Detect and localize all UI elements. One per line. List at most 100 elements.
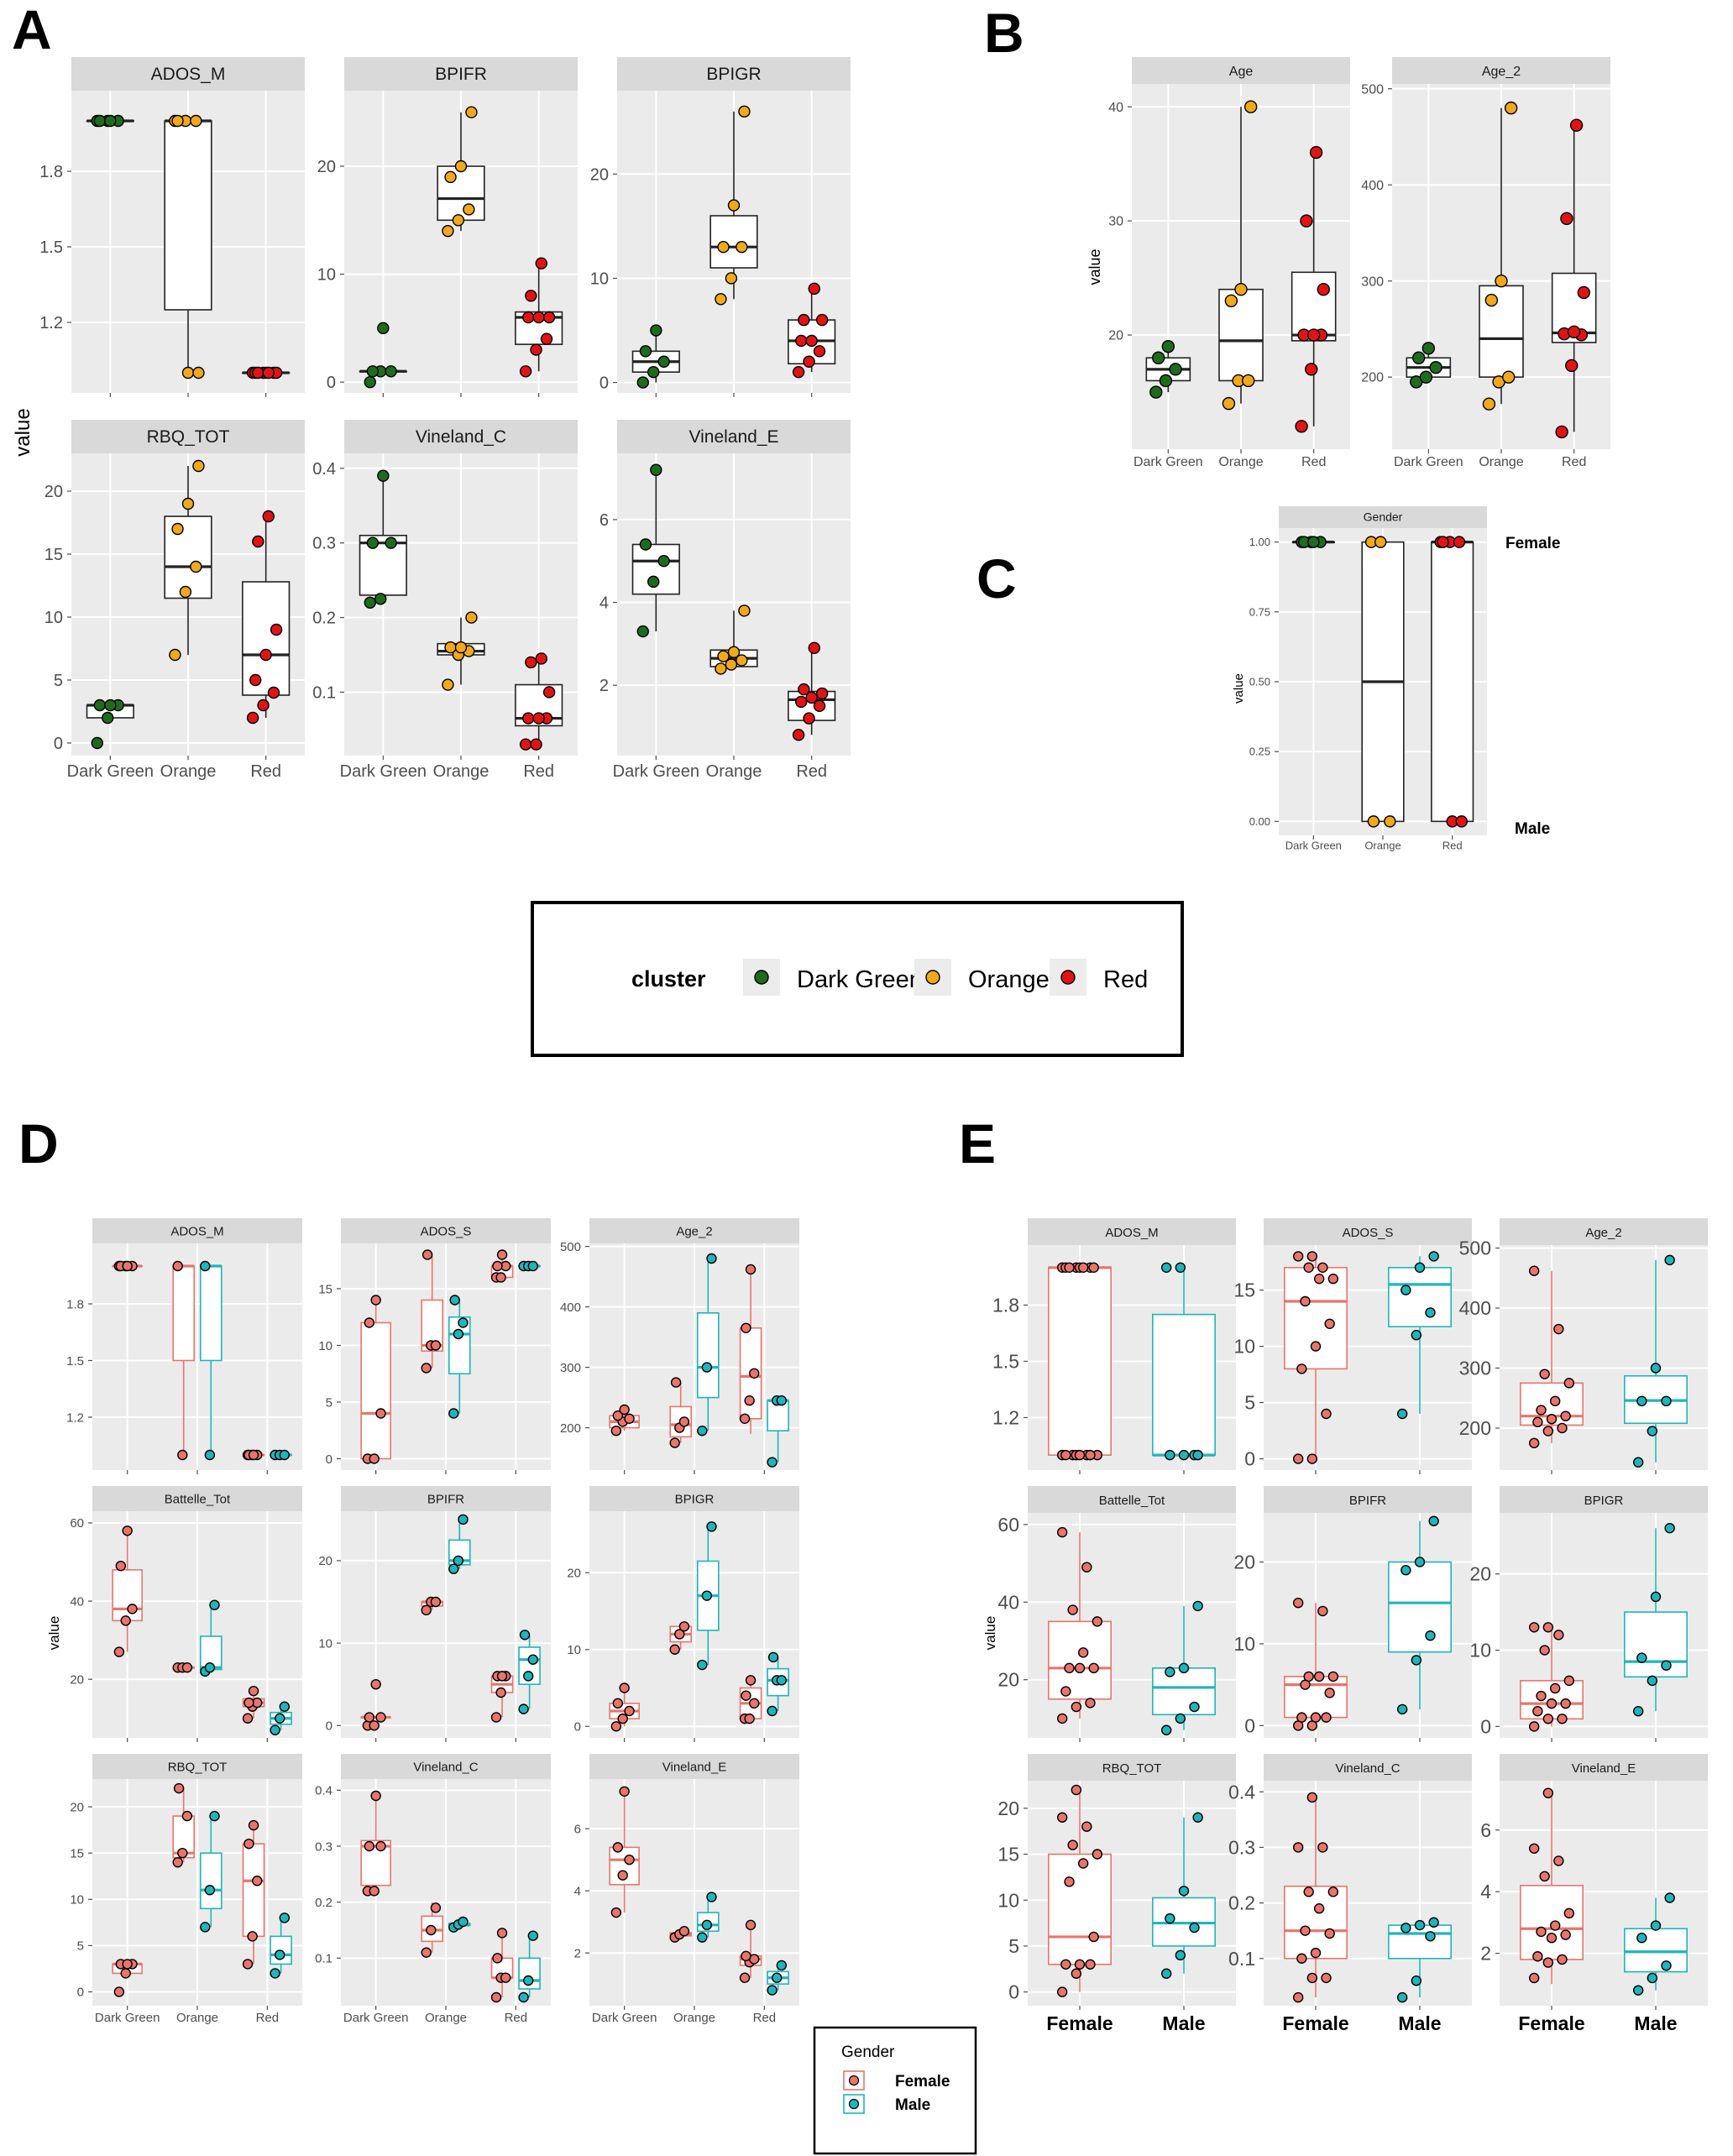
x-tick-label: Male	[1398, 2012, 1441, 2034]
facet-title: Age	[1229, 65, 1254, 79]
y-tick-label: 0.50	[1249, 676, 1270, 688]
x-tick-label: Red	[753, 2011, 777, 2025]
female-point	[1560, 1410, 1571, 1421]
group-point	[364, 375, 376, 389]
group-point	[792, 365, 805, 379]
male-point	[1160, 1724, 1172, 1735]
male-point	[1165, 1449, 1175, 1461]
legend-title: cluster	[631, 966, 706, 992]
male-point	[453, 1555, 464, 1567]
x-tick-label: Red	[523, 762, 554, 781]
male-point	[200, 1260, 211, 1272]
female-point	[496, 1249, 508, 1260]
female-point	[1074, 1959, 1086, 1970]
panel-label: C	[976, 547, 1017, 610]
group-point	[442, 678, 454, 691]
female-point	[1292, 1842, 1304, 1853]
group-point	[93, 699, 107, 712]
group-point	[366, 365, 380, 378]
y-tick-label: 200	[560, 1421, 581, 1436]
group-point	[252, 535, 264, 548]
female-point	[1536, 1926, 1547, 1938]
facet-strip	[1264, 1218, 1472, 1245]
group-point	[181, 366, 195, 379]
y-tick-label: 0	[1244, 1714, 1255, 1736]
y-tick-label: 6	[574, 1822, 581, 1836]
y-tick-label: 0.4	[1228, 1781, 1255, 1803]
y-tick-label: 60	[70, 1516, 84, 1531]
group-point	[1482, 397, 1496, 411]
y-tick-label: 20	[70, 1800, 84, 1814]
y-tick-label: 15	[318, 1282, 332, 1296]
male-point	[1192, 1600, 1203, 1612]
female-point	[1528, 1972, 1540, 1984]
female-box	[172, 1265, 196, 1362]
panel-label: E	[959, 1112, 996, 1175]
group-point	[1437, 536, 1449, 548]
male-point	[1192, 1449, 1203, 1461]
plot-background	[1500, 1245, 1708, 1470]
female-point	[173, 1782, 185, 1794]
y-tick-label: 0	[1008, 1981, 1019, 2003]
facet-strip	[341, 1218, 551, 1243]
y-tick-label: 1.8	[66, 1297, 84, 1311]
group-point	[540, 332, 553, 345]
facet-title: Vineland_C	[413, 1760, 478, 1774]
y-tick-label: 10	[1233, 1336, 1255, 1358]
female-point	[1557, 1954, 1568, 1965]
male-point	[1636, 1652, 1647, 1663]
group-point	[104, 114, 117, 128]
male-point	[706, 1521, 717, 1532]
female-point	[1085, 1959, 1096, 1970]
male-point	[701, 1362, 713, 1373]
group-point	[813, 345, 826, 358]
female-point	[744, 1395, 755, 1406]
y-tick-label: 20	[1233, 1552, 1255, 1573]
group-point	[1421, 342, 1436, 355]
male-point	[701, 1590, 713, 1601]
group-point	[1242, 374, 1255, 388]
female-point	[113, 1986, 125, 1997]
female-point	[749, 1698, 760, 1709]
female-point	[370, 1790, 381, 1802]
male-point	[1396, 1703, 1408, 1715]
female-point	[1296, 1953, 1307, 1964]
female-point	[744, 1713, 755, 1724]
facet-strip	[589, 1754, 799, 1779]
female-point	[1067, 1839, 1078, 1850]
female-point	[674, 1629, 685, 1640]
female-point	[496, 1928, 508, 1939]
y-tick-label: 1.00	[1249, 536, 1270, 548]
x-tick-label: Dark Green	[613, 762, 699, 781]
group-point	[519, 738, 532, 751]
legend-marker	[1060, 970, 1076, 985]
group-point	[727, 646, 741, 658]
male-point	[697, 1932, 708, 1943]
y-tick-label: 1.5	[39, 238, 63, 257]
x-tick-label: Dark Green	[1285, 839, 1342, 851]
y-tick-label: 6	[1480, 1819, 1491, 1841]
female-point	[612, 1410, 624, 1421]
y-tick-label: 0	[326, 1452, 332, 1467]
y-tick-label: 1.8	[39, 163, 63, 181]
female-point	[1542, 1714, 1554, 1724]
female-point	[248, 1819, 259, 1831]
male-box	[696, 1312, 720, 1399]
y-tick-label: 10	[318, 1339, 332, 1353]
male-point	[1401, 1923, 1411, 1934]
facet-title: Gender	[1364, 510, 1403, 524]
male-point	[1165, 1913, 1175, 1924]
male-point	[1425, 1931, 1436, 1942]
female-point	[1528, 1721, 1540, 1732]
panel-label: B	[984, 2, 1024, 64]
group-point	[525, 290, 537, 302]
female-point	[1546, 1698, 1558, 1709]
y-tick-label: 0.3	[1228, 1836, 1255, 1858]
female-point	[1542, 1957, 1554, 1968]
group-point	[1222, 396, 1236, 411]
facet-strip	[1500, 1218, 1708, 1245]
male-point	[519, 1630, 531, 1641]
female-point	[1539, 1368, 1550, 1379]
female-point	[115, 1560, 127, 1572]
female-point	[370, 1678, 381, 1690]
